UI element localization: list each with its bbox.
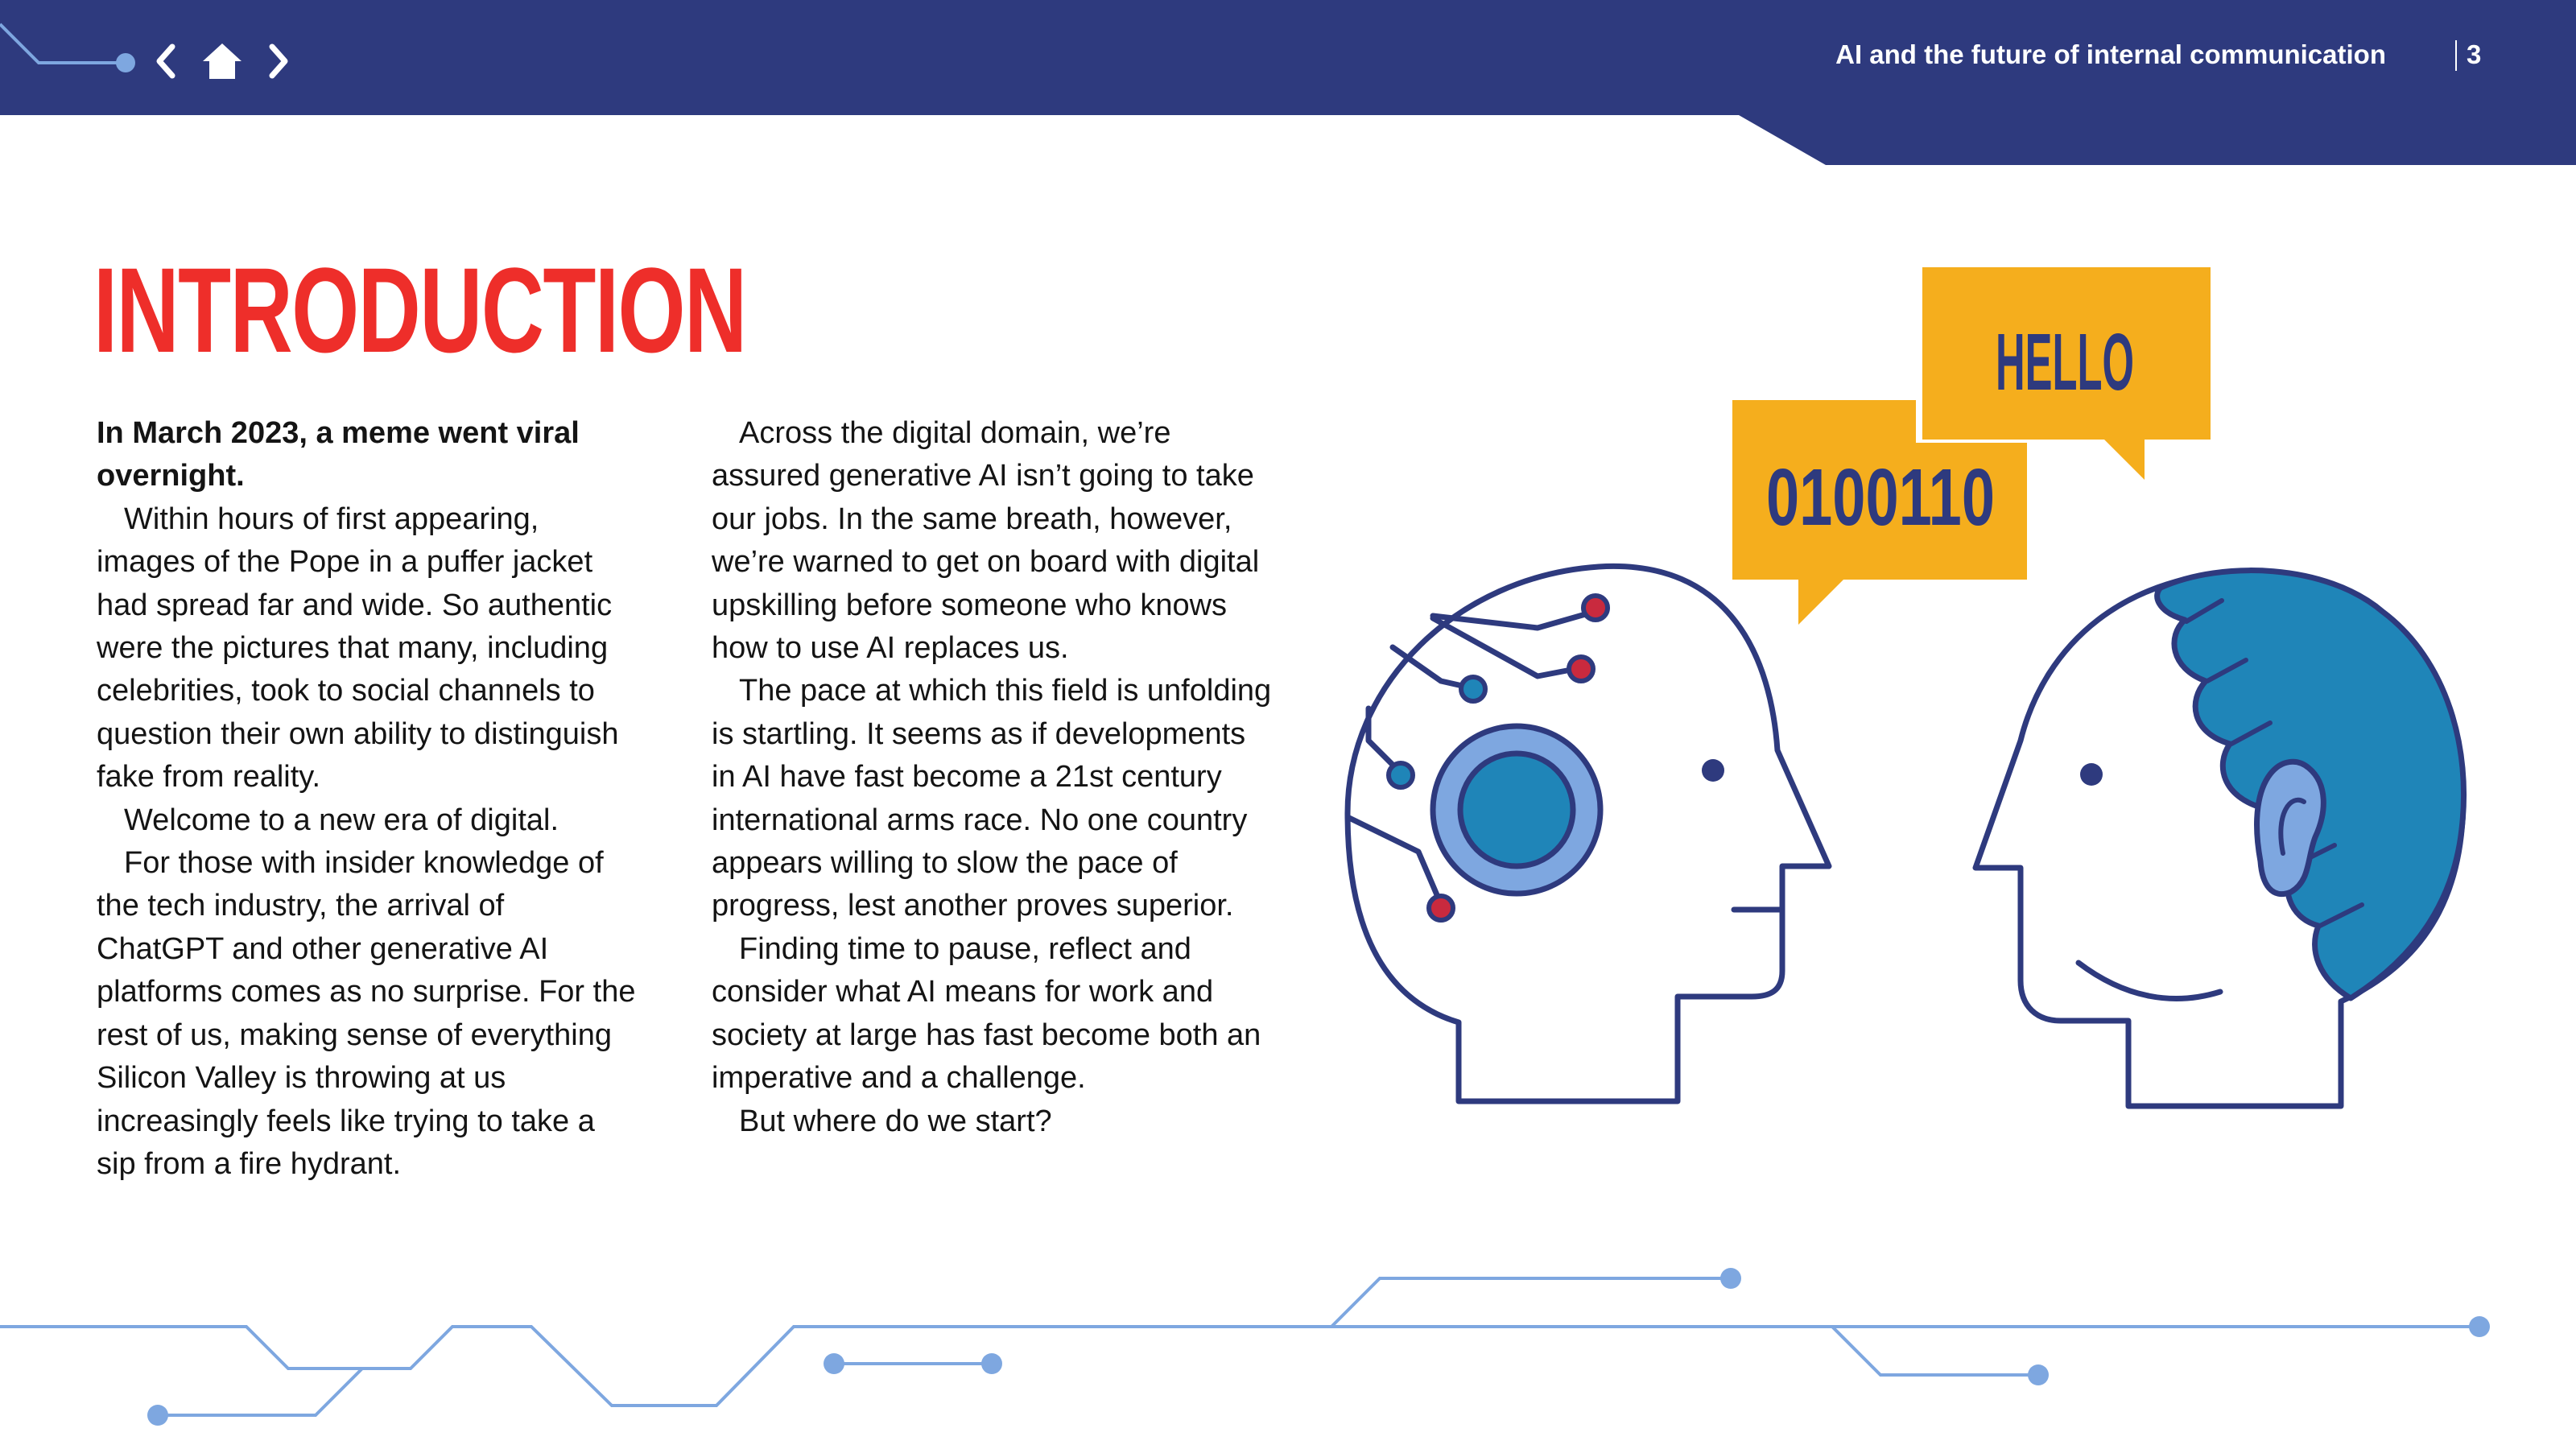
speech-bubble-hello: HELLO bbox=[1922, 267, 2211, 480]
header-circuit-node bbox=[116, 53, 135, 72]
human-mouth bbox=[2075, 960, 2223, 1001]
page-number: 3 bbox=[2467, 39, 2482, 69]
header-divider bbox=[2455, 40, 2457, 71]
human-ear bbox=[2254, 758, 2326, 897]
page-title: INTRODUCTION bbox=[93, 242, 747, 378]
human-head-illustration bbox=[1972, 568, 2467, 1109]
chevron-left-icon bbox=[156, 43, 175, 79]
human-eye bbox=[2080, 763, 2103, 786]
back-button[interactable] bbox=[142, 35, 193, 87]
document-title: AI and the future of internal communicat… bbox=[1835, 39, 2386, 69]
bottom-circuit-decoration bbox=[0, 1277, 2479, 1417]
body-paragraph: Within hours of first appearing, images … bbox=[97, 502, 619, 795]
body-paragraph: For those with insider knowledge of the … bbox=[97, 846, 636, 1181]
body-paragraph: But where do we start? bbox=[739, 1104, 1052, 1138]
bubble-binary-text: 0100110 bbox=[1766, 452, 1995, 543]
robot-core bbox=[1457, 750, 1576, 869]
body-paragraph: Finding time to pause, reflect and consi… bbox=[712, 931, 1261, 1096]
home-icon bbox=[203, 43, 242, 79]
text-column-left: In March 2023, a meme went viral overnig… bbox=[97, 412, 636, 1186]
header-bar bbox=[0, 0, 2576, 165]
robot-head-illustration bbox=[1344, 563, 1832, 1104]
body-paragraph: Welcome to a new era of digital. bbox=[124, 803, 559, 837]
text-column-right: Across the digital domain, we’re assured… bbox=[712, 412, 1275, 1143]
body-paragraph: Across the digital domain, we’re assured… bbox=[712, 416, 1260, 666]
forward-button[interactable] bbox=[251, 35, 303, 87]
lead-paragraph: In March 2023, a meme went viral overnig… bbox=[97, 416, 580, 493]
home-button[interactable] bbox=[196, 35, 248, 87]
body-paragraph: The pace at which this field is unfoldin… bbox=[712, 674, 1272, 923]
chevron-right-icon bbox=[269, 43, 288, 79]
header-circuit-decoration bbox=[0, 23, 121, 64]
bottom-circuit-nodes bbox=[147, 1268, 2490, 1426]
bubble-hello-text: HELLO bbox=[1996, 317, 2134, 407]
robot-eye bbox=[1702, 759, 1724, 782]
speech-bubble-binary: 0100110 bbox=[1732, 400, 2027, 625]
